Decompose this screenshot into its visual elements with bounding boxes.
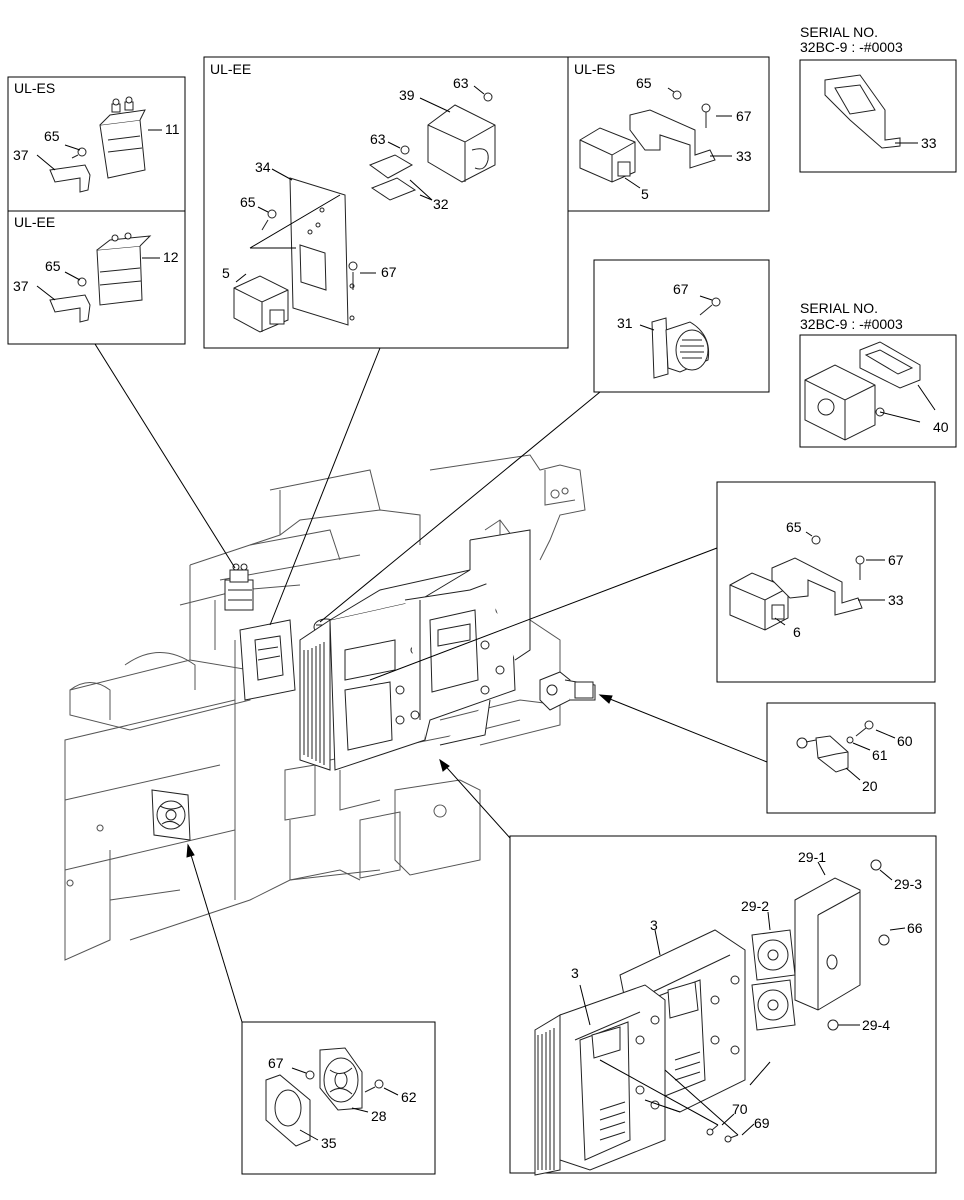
callout-5: 5 (222, 265, 230, 281)
callout-29-3: 29-3 (894, 876, 922, 892)
chassis-panel (239, 618, 339, 701)
callout-20: 20 (862, 778, 878, 794)
box-ul-ee-left: UL-EE 65 37 12 (7, 210, 186, 345)
serial-title-line2: 32BC-9 : -#0003 (800, 316, 903, 332)
bracket-37b (49, 294, 91, 323)
box-title: UL-ES (14, 80, 55, 96)
contactor-11 (99, 96, 146, 179)
callout-33: 33 (888, 592, 904, 608)
callout-29-2: 29-2 (741, 898, 769, 914)
cover-39 (427, 104, 496, 183)
callout-61: 61 (872, 747, 888, 763)
plate-34 (289, 177, 355, 326)
callout-69: 69 (754, 1115, 770, 1131)
box-horn: 67 31 (593, 259, 770, 393)
box-fan35: 67 62 28 35 (241, 1021, 436, 1175)
box-40 (804, 341, 921, 441)
callout-70: 70 (732, 1101, 748, 1117)
chassis-fan (151, 789, 191, 841)
callout-29-1: 29-1 (798, 849, 826, 865)
callout-65: 65 (240, 194, 256, 210)
callout-12: 12 (163, 249, 179, 265)
serial-title-line1: SERIAL NO. (800, 24, 878, 40)
controller-3-front (534, 984, 666, 1176)
callout-63: 63 (453, 75, 469, 91)
box-ul-es-right: UL-ES 65 67 33 5 (567, 56, 770, 212)
callout-65: 65 (636, 75, 652, 91)
bracket-33b (771, 557, 863, 616)
chassis-controllers (299, 529, 531, 771)
callout-65: 65 (44, 128, 60, 144)
bracket-33 (629, 109, 716, 169)
callout-3: 3 (571, 965, 579, 981)
box-title: UL-EE (14, 214, 55, 230)
relay-5b (579, 127, 636, 183)
callout-63: 63 (370, 131, 386, 147)
serial-title-line1: SERIAL NO. (800, 300, 878, 316)
callout-28: 28 (371, 1108, 387, 1124)
box-relay6: 65 67 33 6 (716, 481, 936, 683)
plate-35 (265, 1074, 311, 1147)
bracket-37 (49, 164, 91, 193)
relay-5 (233, 275, 289, 333)
callout-62: 62 (401, 1089, 417, 1105)
serial-title-line2: 32BC-9 : -#0003 (800, 39, 903, 55)
callout-33: 33 (921, 135, 937, 151)
cover-29-1 (794, 877, 861, 1011)
callout-40: 40 (933, 419, 949, 435)
bracket-32 (368, 154, 417, 201)
callout-67: 67 (888, 552, 904, 568)
box-title: UL-ES (574, 61, 615, 77)
callout-65: 65 (786, 519, 802, 535)
callout-67: 67 (268, 1055, 284, 1071)
callout-67: 67 (381, 264, 397, 280)
callout-39: 39 (399, 87, 415, 103)
box-ul-es-left: UL-ES 65 37 11 (7, 76, 186, 212)
callout-33: 33 (736, 148, 752, 164)
callout-67: 67 (736, 108, 752, 124)
box-controllers: 29-1 29-3 29-2 66 3 3 29-4 70 69 (509, 835, 937, 1176)
contactor-12 (96, 232, 152, 306)
callout-6: 6 (793, 624, 801, 640)
callout-3: 3 (650, 917, 658, 933)
fans-29-2 (751, 929, 796, 1031)
relay-6 (729, 572, 789, 631)
callout-32: 32 (433, 196, 449, 212)
callout-11: 11 (165, 121, 180, 137)
callout-29-4: 29-4 (862, 1017, 890, 1033)
callout-35: 35 (321, 1135, 337, 1151)
callout-66: 66 (907, 920, 923, 936)
box-title: UL-EE (210, 61, 251, 77)
chassis-contactor (224, 563, 254, 611)
callout-60: 60 (897, 733, 913, 749)
bracket-33-serial (824, 74, 901, 149)
callout-5: 5 (641, 186, 649, 202)
horn-31 (651, 317, 710, 379)
fan-28 (319, 1047, 363, 1111)
box-serial-mid: SERIAL NO. 32BC-9 : -#0003 40 (799, 300, 957, 448)
box-serial-top: SERIAL NO. 32BC-9 : -#0003 33 (799, 24, 957, 173)
chassis-switch (539, 671, 596, 711)
callout-34: 34 (255, 159, 271, 175)
callout-67: 67 (673, 281, 689, 297)
leader-lines (94, 343, 768, 1023)
box-switch20: 60 61 20 (766, 702, 936, 814)
callout-65: 65 (45, 258, 61, 274)
callout-31: 31 (617, 315, 633, 331)
callout-37: 37 (13, 147, 29, 163)
switch-20 (796, 735, 849, 773)
callout-37: 37 (13, 278, 29, 294)
screws (261, 92, 493, 290)
box-ul-ee-center: UL-EE (203, 56, 569, 349)
